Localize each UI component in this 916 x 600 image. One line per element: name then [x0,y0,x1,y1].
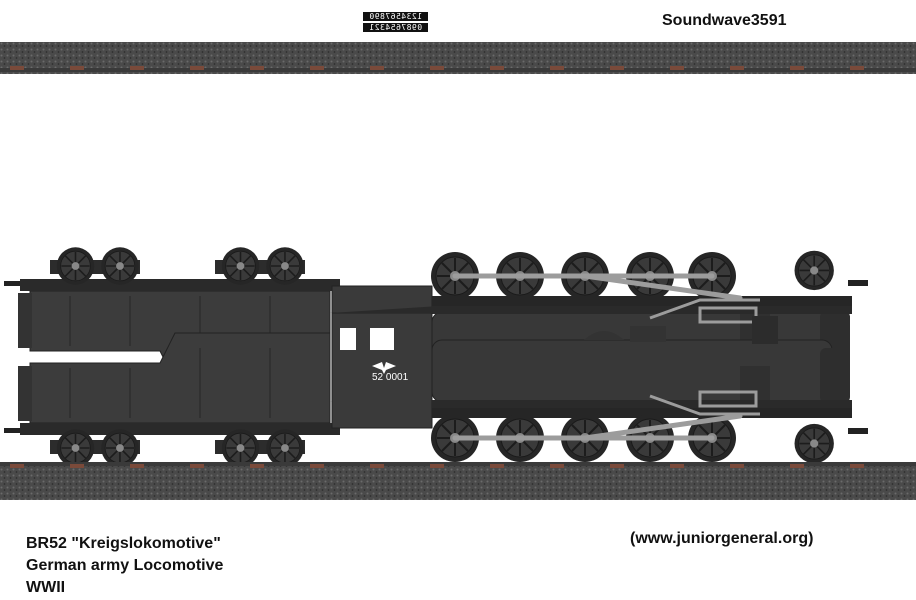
website-credit: (www.juniorgeneral.org) [630,530,814,547]
caption-subtitle: German army Locomotive [26,557,224,574]
caption-title: BR52 "Kreigslokomotive" [26,535,221,552]
caption-era: WWII [26,579,66,596]
bottom-sleepers [10,464,864,468]
number-plate-bottom: 52 0001 [372,372,409,383]
author-credit: Soundwave3591 [662,12,787,29]
top-rail [0,68,916,72]
bottom-ballast [0,462,916,500]
caption-block: BR52 "Kreigslokomotive" German army Loco… [26,533,223,599]
bottom-rail [0,462,916,466]
number-plate-top: 52 0001 [375,157,412,168]
locomotive-artwork: 52 0001 52 0001 [0,42,916,500]
top-sleepers [10,66,864,70]
